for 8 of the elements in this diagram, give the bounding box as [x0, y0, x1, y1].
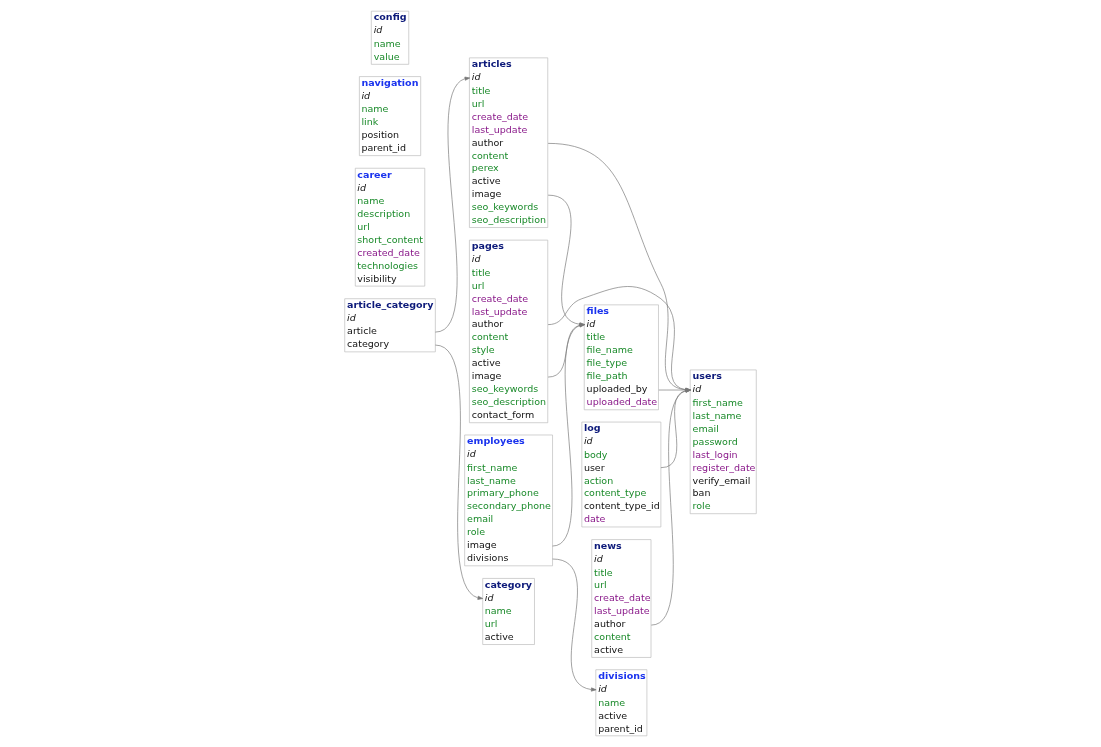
arrow: [660, 388, 691, 469]
arrow: [547, 286, 691, 392]
arrow: [552, 558, 597, 692]
arrow: [658, 388, 691, 393]
arrow: [435, 344, 484, 600]
arrow: [651, 388, 691, 626]
arrow: [435, 76, 471, 333]
arrow: [547, 143, 691, 392]
